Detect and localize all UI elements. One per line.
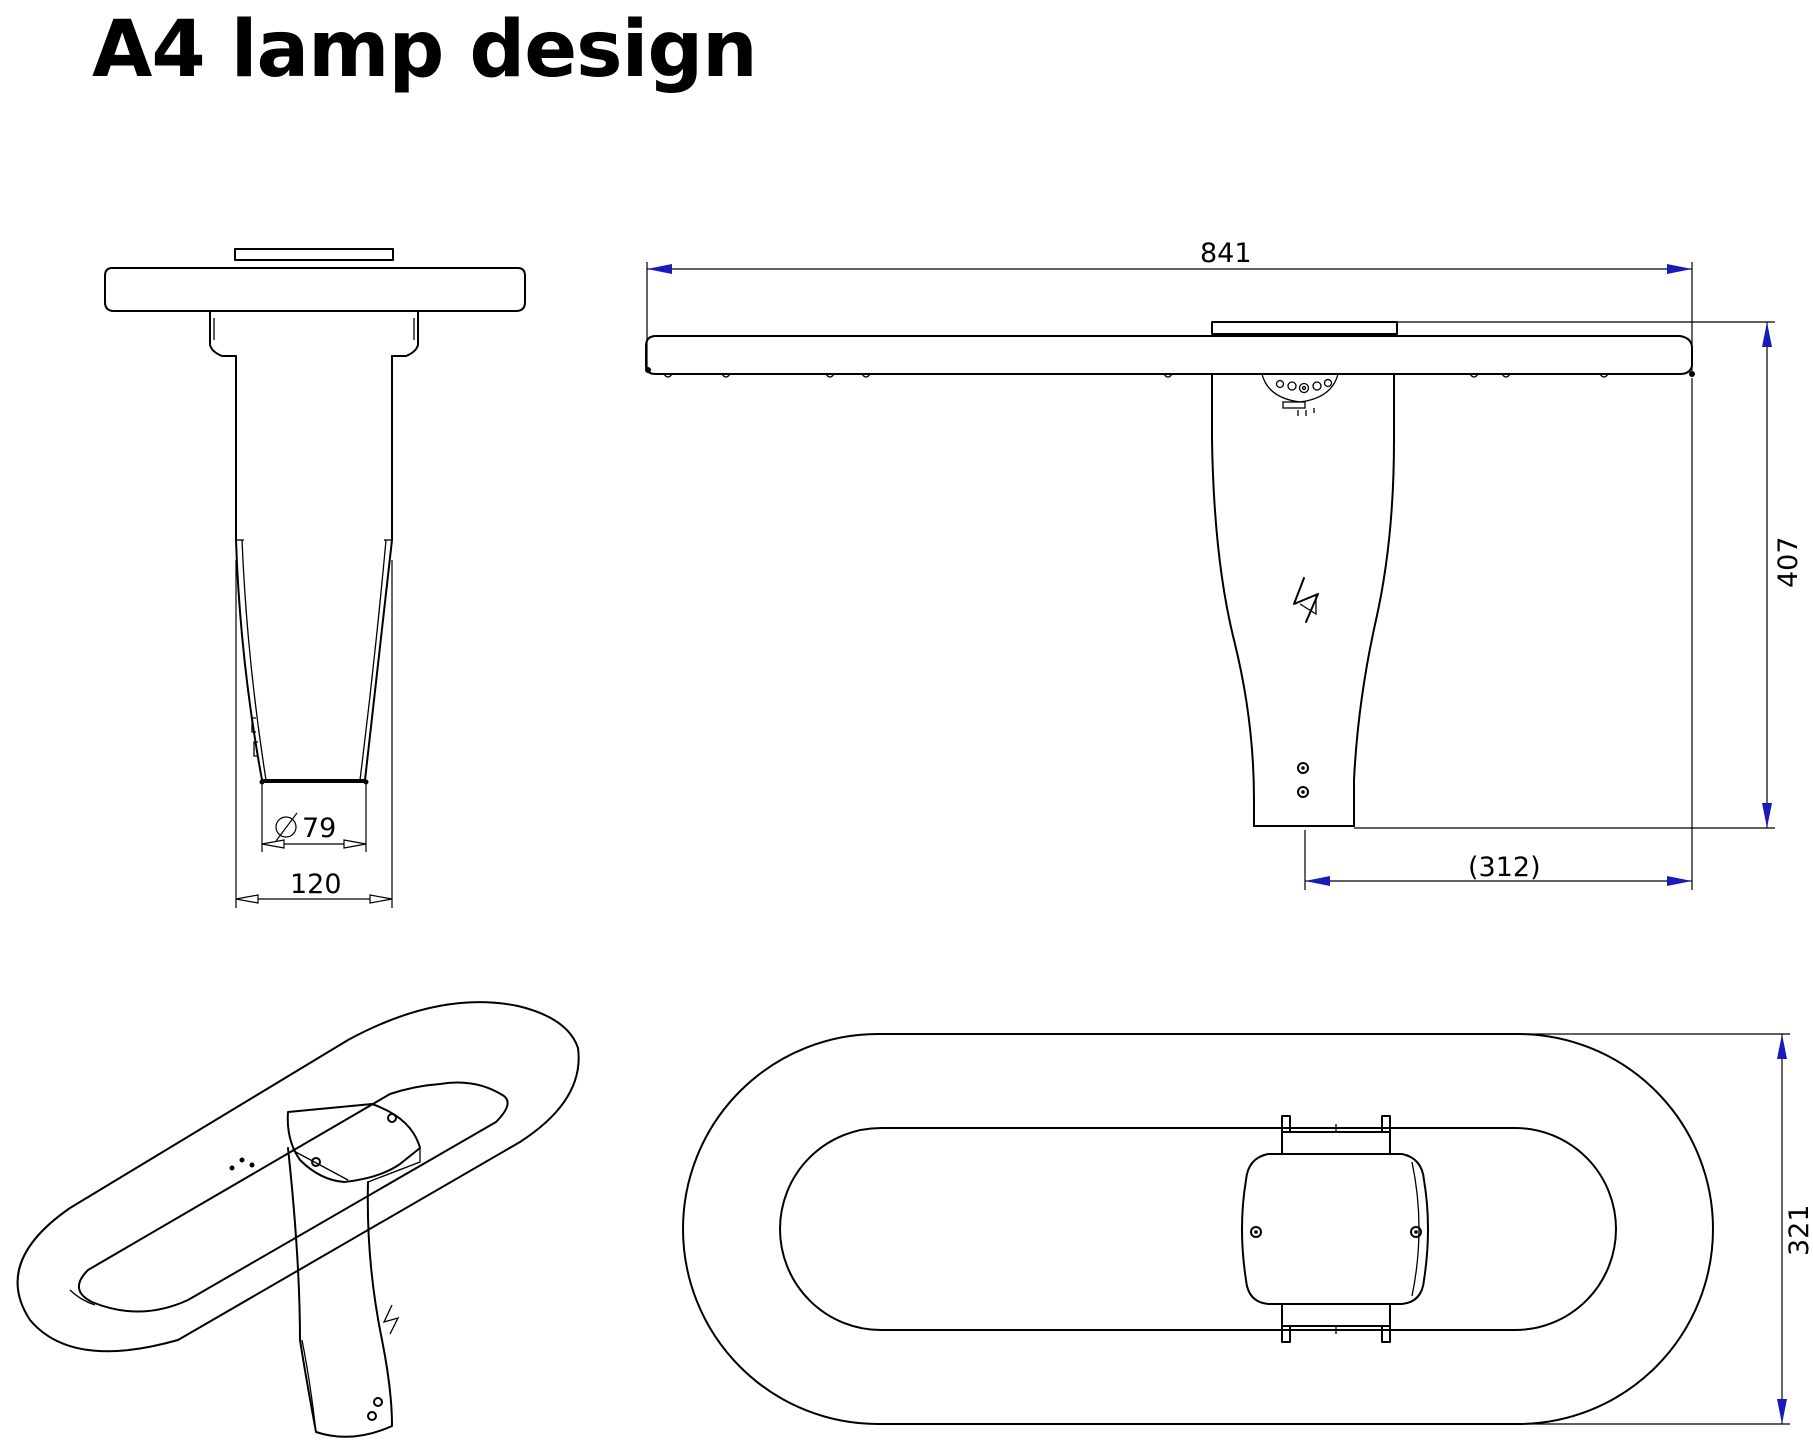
iso-pole-body bbox=[287, 1147, 393, 1438]
dimension-value-length: 841 bbox=[1200, 238, 1252, 269]
diameter-symbol-icon bbox=[275, 812, 298, 842]
front-body bbox=[235, 355, 393, 781]
plan-outer-stadium bbox=[682, 1033, 1714, 1425]
dimension-length: 841 bbox=[645, 238, 1695, 377]
lightning-bolt-icon bbox=[1293, 577, 1319, 623]
plan-view bbox=[682, 1033, 1714, 1425]
page-title: A4 lamp design bbox=[92, 5, 758, 95]
plan-cover-plate bbox=[1241, 1153, 1429, 1305]
front-lamp-head bbox=[104, 267, 526, 312]
dimension-value-spigot-diameter: 79 bbox=[302, 813, 336, 844]
side-arm-feet bbox=[663, 373, 1609, 378]
side-view bbox=[645, 321, 1693, 827]
front-right-bracket bbox=[391, 310, 419, 357]
dimension-value-plan-width: 321 bbox=[1784, 1204, 1813, 1256]
dimension-value-height: 407 bbox=[1773, 536, 1804, 588]
iso-inner-opening bbox=[78, 1081, 509, 1313]
dimension-plan-width: 321 bbox=[1378, 1033, 1813, 1425]
dimension-value-pole-offset: (312) bbox=[1468, 852, 1541, 883]
dimension-pole-offset: (312) bbox=[1304, 378, 1693, 890]
side-lamp-arm bbox=[645, 335, 1693, 375]
dimension-value-pole-width: 120 bbox=[290, 869, 342, 900]
dimension-spigot-diameter: 79 bbox=[261, 782, 367, 852]
iso-lightning-bolt-icon bbox=[382, 1304, 400, 1335]
front-top-plate bbox=[234, 248, 394, 261]
side-screws bbox=[1297, 762, 1309, 798]
front-view bbox=[104, 248, 526, 785]
front-left-bracket bbox=[209, 310, 237, 357]
dimension-height: 407 bbox=[1354, 321, 1804, 829]
side-top-plate bbox=[1211, 321, 1398, 335]
dimension-pole-width: 120 bbox=[235, 560, 393, 908]
plan-driver-housing bbox=[1241, 1115, 1429, 1343]
plan-inner-stadium bbox=[779, 1127, 1617, 1331]
iso-outer-ring bbox=[16, 1001, 580, 1353]
iso-top-lid bbox=[286, 1103, 421, 1183]
side-connector-cluster bbox=[1261, 373, 1339, 416]
isometric-view bbox=[16, 1001, 580, 1438]
